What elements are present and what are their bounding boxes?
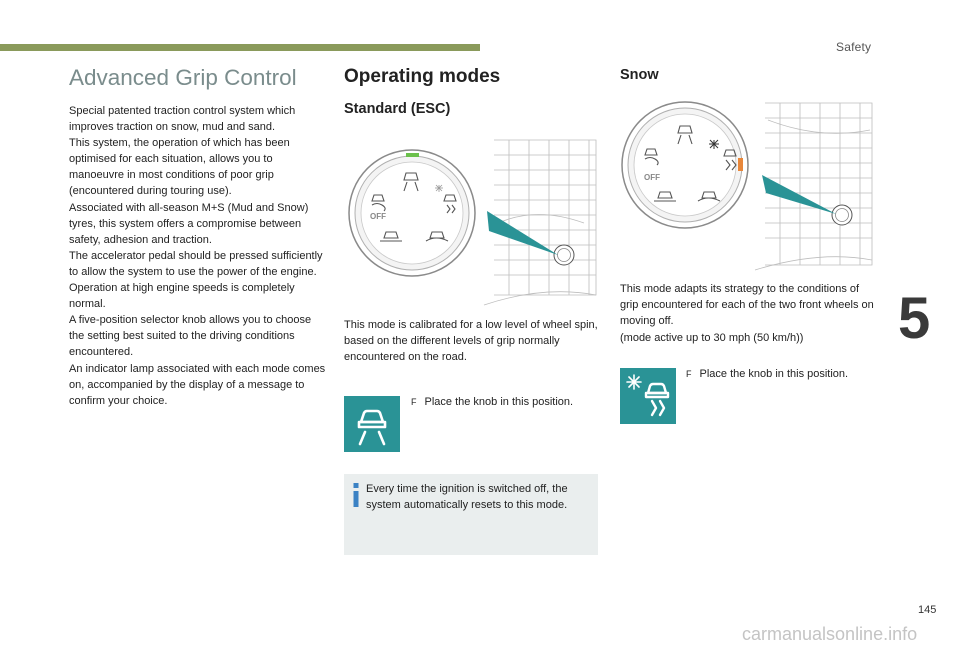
intro-text: Special patented traction control system… [69,103,327,409]
intro-line: Associated with all-season M+S (Mud and … [69,201,309,246]
info-icon [353,483,359,507]
intro-line: This system, the operation of which has … [69,137,290,198]
page-number: 145 [918,604,937,616]
standard-mode-heading: Standard (ESC) [344,101,451,117]
watermark: carmanualsonline.info [742,624,918,644]
snow-mode-icon [620,368,676,424]
instruction-bullet: F [686,369,692,379]
page-title: Advanced Grip Control [69,65,297,90]
instruction-text: Place the knob in this position. [424,396,574,408]
knob-off-label: OFF [370,212,386,221]
snow-instruction: F Place the knob in this position. [686,368,848,380]
header-accent-bar [0,44,480,51]
knob-off-label: OFF [644,173,660,182]
standard-mode-icon [344,396,400,452]
section-label: Safety [836,40,872,54]
standard-description: This mode is calibrated for a low level … [344,319,598,364]
intro-line: An indicator lamp associated with each m… [69,362,326,407]
snow-knob-illustration: OFF [620,100,874,272]
note-box: Every time the ignition is switched off,… [344,474,598,555]
operating-modes-heading: Operating modes [344,66,501,87]
intro-line: Special patented traction control system… [69,105,296,134]
standard-instruction: F Place the knob in this position. [411,396,573,408]
snow-description: This mode adapts its strategy to the con… [620,281,880,346]
instruction-bullet: F [411,397,417,407]
instruction-text: Place the knob in this position. [699,368,849,380]
snow-description-text: This mode adapts its strategy to the con… [620,283,874,328]
intro-line: A five-position selector knob allows you… [69,314,312,359]
intro-line: The accelerator pedal should be pressed … [69,249,323,311]
note-text: Every time the ignition is switched off,… [366,483,568,512]
chapter-number: 5 [898,286,931,351]
snow-condition-text: (mode active up to 30 mph (50 km/h)) [620,331,804,344]
snow-mode-heading: Snow [620,67,659,83]
standard-knob-illustration: OFF [344,135,598,307]
